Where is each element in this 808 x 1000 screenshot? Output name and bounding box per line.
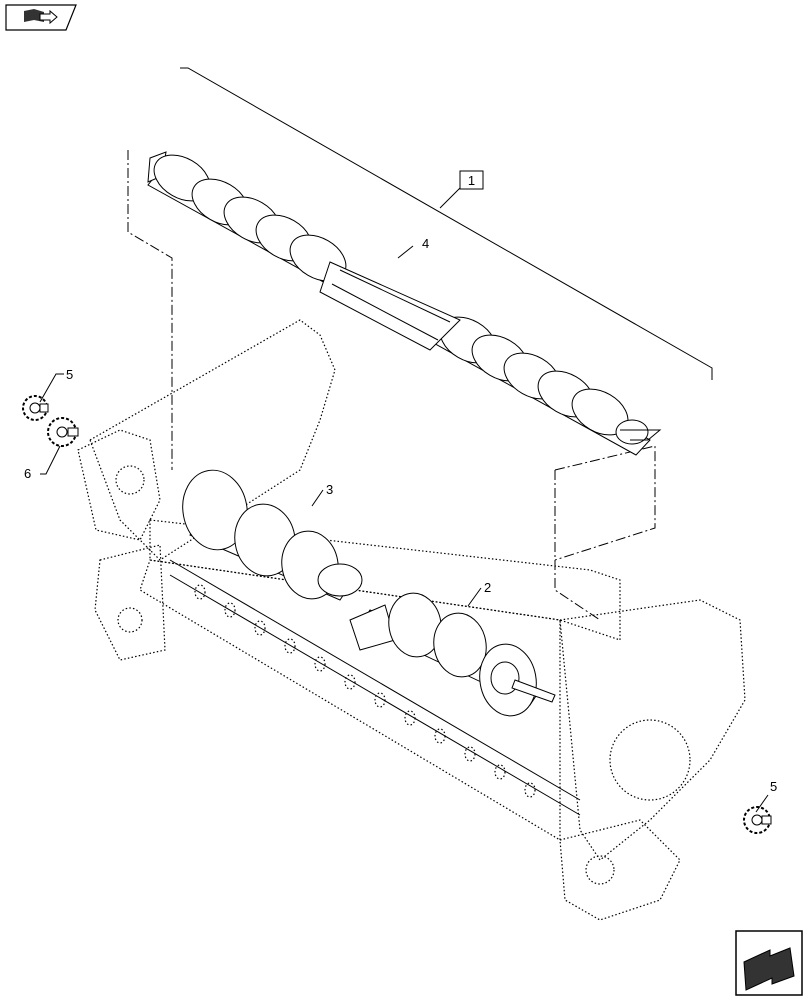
upper-auger-flights — [153, 154, 649, 445]
lower-auger-2 — [349, 592, 556, 717]
assembly-bracket-line — [180, 67, 713, 380]
center-paddle-section — [319, 261, 461, 351]
callout-3: 3 — [326, 482, 333, 497]
svg-text:1: 1 — [468, 173, 475, 188]
sprocket-5-right — [743, 806, 772, 834]
projection-lines — [127, 150, 656, 621]
callout-5-left: 5 — [66, 367, 73, 382]
callout-4: 4 — [422, 236, 429, 251]
lower-auger-3 — [182, 469, 363, 601]
knife-row — [169, 559, 581, 816]
callout-5-right: 5 — [770, 779, 777, 794]
upper-auger — [147, 151, 662, 456]
callout-leaders — [39, 245, 769, 813]
sprocket-6-left — [47, 417, 79, 447]
callout-2: 2 — [484, 580, 491, 595]
sprocket-5-left — [22, 395, 49, 421]
header-frame — [77, 319, 746, 921]
book-with-arrow-icon[interactable] — [5, 4, 77, 31]
callout-1: 1 — [459, 170, 484, 190]
continue-arrow-icon[interactable] — [735, 930, 803, 996]
callout-6: 6 — [24, 466, 31, 481]
